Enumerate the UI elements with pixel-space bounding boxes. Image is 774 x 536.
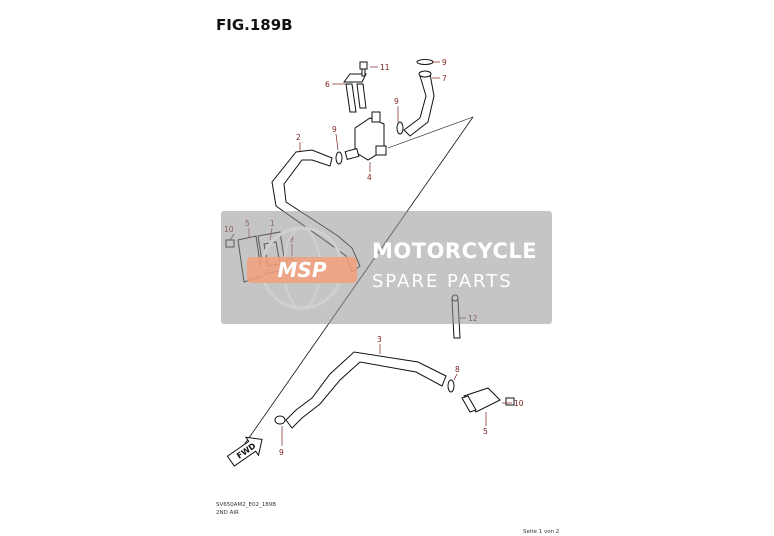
valve-part-4 bbox=[344, 111, 387, 161]
callout-9b: 9 bbox=[394, 97, 399, 106]
callout-6: 6 bbox=[325, 80, 330, 89]
hose-part-3 bbox=[285, 351, 447, 429]
watermark-logo: MSP bbox=[247, 226, 357, 310]
bracket-part-6 bbox=[343, 73, 367, 113]
clamp-part-9-top bbox=[416, 59, 434, 65]
callout-9c: 9 bbox=[332, 125, 337, 134]
figure-caption: 2ND AIR bbox=[216, 510, 239, 516]
callout-3: 3 bbox=[377, 335, 382, 344]
callout-8: 8 bbox=[455, 365, 460, 374]
callout-4: 4 bbox=[367, 173, 372, 182]
page-indicator: Seite 1 von 2 bbox=[523, 529, 560, 535]
watermark-logo-text: MSP bbox=[278, 258, 327, 282]
callout-9a: 9 bbox=[442, 58, 447, 67]
callout-9e: 9 bbox=[279, 448, 284, 457]
callout-7: 7 bbox=[442, 74, 447, 83]
callout-11: 11 bbox=[380, 63, 390, 72]
watermark-subtitle: SPARE PARTS bbox=[372, 271, 513, 292]
callout-10b: 10 bbox=[514, 399, 524, 408]
figure-code: SV650AM2_E02_189B bbox=[216, 502, 277, 508]
forward-arrow: FWD bbox=[226, 436, 263, 467]
figure-title: FIG.189B bbox=[216, 16, 293, 34]
bolt-part-11 bbox=[359, 61, 368, 77]
frame-top-line bbox=[387, 116, 474, 149]
clamp-part-9-left bbox=[335, 151, 343, 165]
clamp-part-9-lower bbox=[274, 415, 286, 425]
clamp-part-8 bbox=[447, 379, 455, 393]
bolt-part-10-lower bbox=[505, 397, 515, 406]
callout-2: 2 bbox=[296, 133, 301, 142]
fitting-part-5-lower bbox=[461, 387, 501, 413]
watermark-title: MOTORCYCLE bbox=[372, 239, 538, 263]
callout-5b: 5 bbox=[483, 427, 488, 436]
hose-part-7 bbox=[403, 70, 435, 137]
watermark-banner: MSP MOTORCYCLE SPARE PARTS bbox=[221, 211, 552, 324]
clamp-part-9-right bbox=[396, 121, 404, 135]
